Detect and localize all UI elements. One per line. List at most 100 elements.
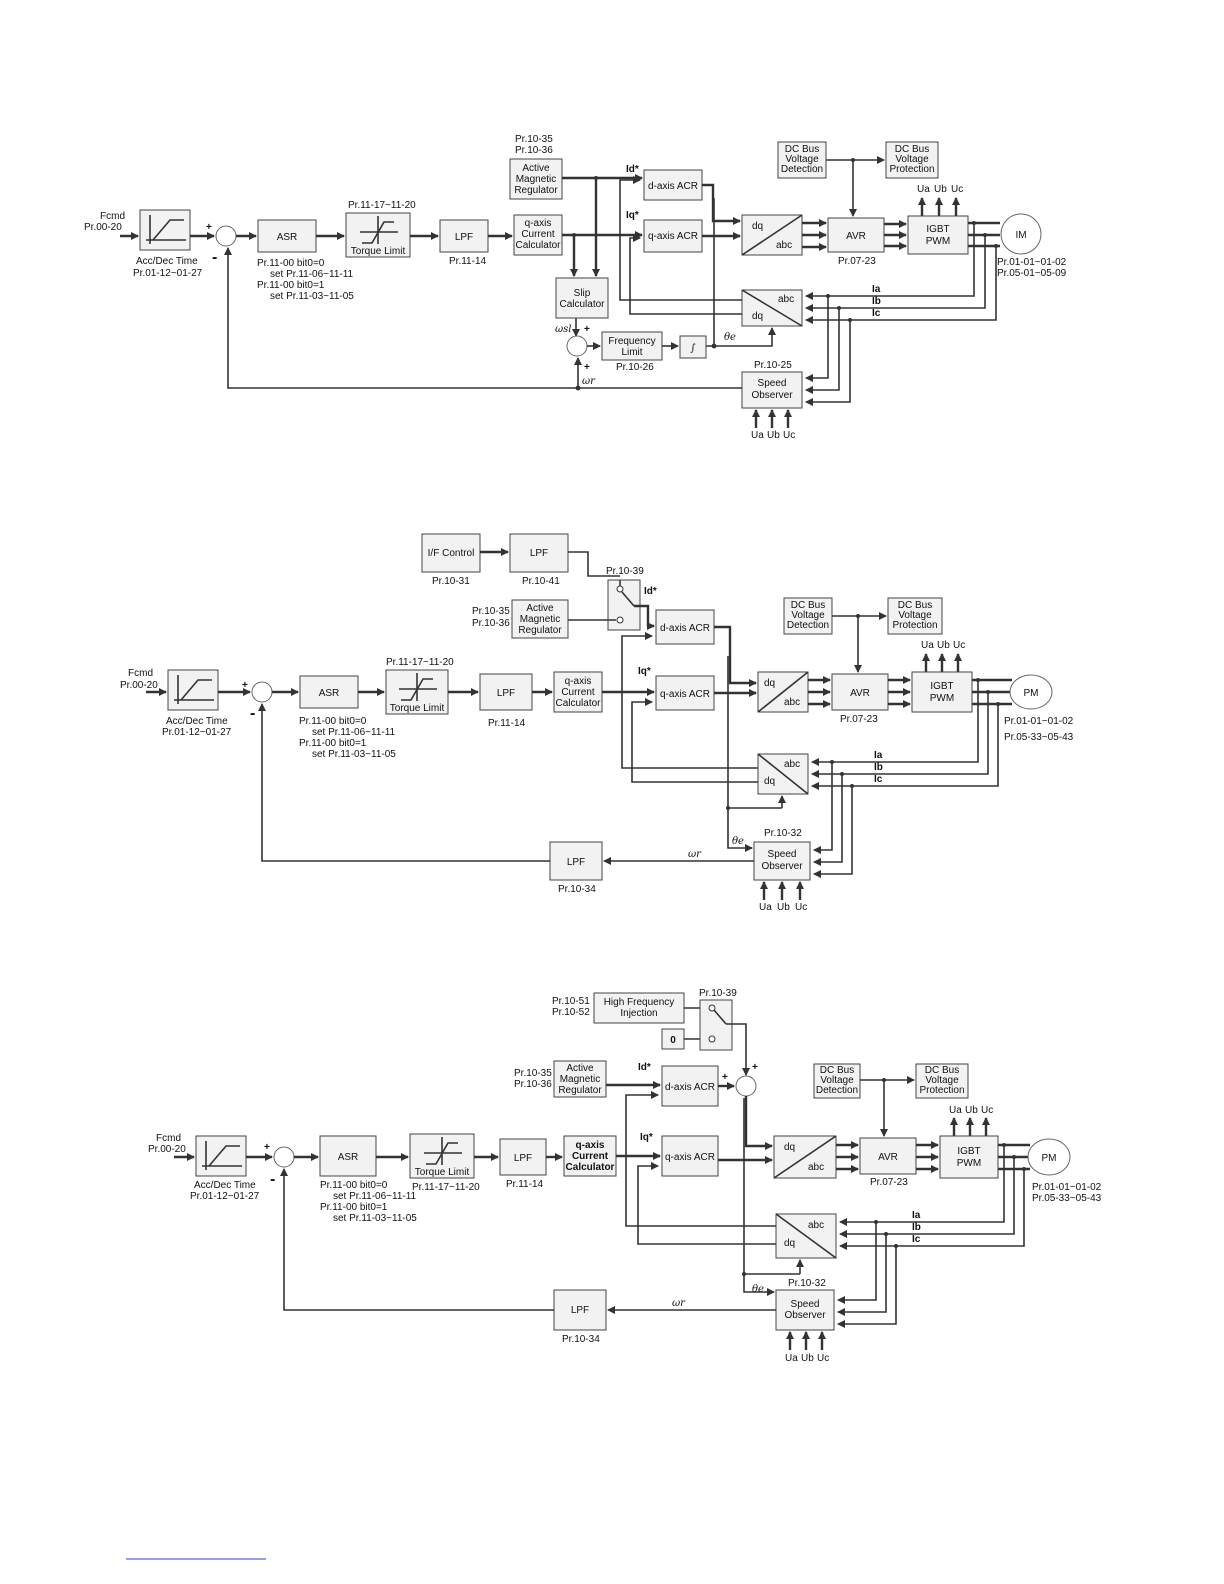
d3-switch-param: Pr.10-39 (699, 988, 737, 999)
d1-ramp-icon (146, 215, 186, 244)
d2-lpf3-block (549, 841, 603, 881)
d2-dcd-1: DC Bus (791, 600, 825, 611)
d1-lpf-label: LPF (455, 232, 473, 243)
d2-dcbus-protect-block (887, 597, 943, 635)
d3-theta-e: θe (752, 1284, 764, 1295)
d1-asr-note4: set Pr.11-03~11-05 (270, 291, 354, 302)
d3-dcd-3: Detection (816, 1085, 858, 1096)
d3-igbt-block (939, 1135, 999, 1179)
d2-theta-e: θe (732, 836, 744, 847)
d3-tl-param: Pr.11-17~11-20 (412, 1182, 480, 1193)
d1-qcc-1: q-axis (525, 218, 552, 229)
d3-igbt-ub: Ub (965, 1105, 978, 1116)
d2-avr-param: Pr.07-23 (840, 714, 878, 725)
d1-dacr-block (643, 169, 703, 201)
d3-asr-note4: set Pr.11-03~11-05 (333, 1213, 417, 1224)
d3-motor-label: PM (1042, 1153, 1057, 1164)
d2-lpf3-param: Pr.10-34 (558, 884, 596, 895)
d3-dcp-2: Voltage (925, 1075, 959, 1086)
d1-accdec-label: Acc/Dec Time (136, 256, 198, 267)
d2-ramp-icon (174, 675, 214, 704)
d3-amr-param2: Pr.10-36 (514, 1079, 552, 1090)
d2-id-ref: Id* (644, 586, 657, 597)
d3-dacr-block (661, 1065, 719, 1107)
d1-qcc-3: Calculator (515, 240, 561, 251)
diagram-3: Fcmd Pr.00-20 Acc/Dec Time Pr.01-12~01-2… (148, 988, 1102, 1364)
d2-igbt-1: IGBT (930, 681, 953, 692)
d2-asr-label: ASR (319, 688, 340, 699)
d3-dcd-2: Voltage (820, 1075, 854, 1086)
d2-qcc-block (553, 671, 603, 713)
d3-so-2: Observer (784, 1310, 826, 1321)
d3-asr-note1: Pr.11-00 bit0=0 (320, 1180, 388, 1191)
d3-qacr-label: q-axis ACR (665, 1152, 715, 1163)
d1-qacr-block (643, 219, 703, 253)
d2-dqabc-dq: dq (764, 678, 775, 689)
d2-amr-param2: Pr.10-36 (472, 618, 510, 629)
d2-limiter-icon (399, 673, 437, 701)
d2-ic: Ic (874, 774, 883, 785)
d3-so-ub: Ub (801, 1353, 814, 1364)
d2-dcp-2: Voltage (898, 610, 932, 621)
d3-switch-block (699, 999, 733, 1051)
d3-sum1-plus: + (264, 1142, 270, 1153)
d3-asr-label: ASR (338, 1152, 359, 1163)
d1-integrator-block (679, 335, 707, 359)
d2-ib: Ib (874, 762, 883, 773)
d2-if-label: I/F Control (428, 548, 475, 559)
d1-theta-e: θe (724, 332, 736, 343)
d1-omega-sl: ωsl (555, 324, 571, 335)
d1-accdec-block (139, 209, 191, 251)
d3-sum-2 (735, 1075, 757, 1097)
d2-motor-param2: Pr.05-33~05-43 (1004, 732, 1074, 743)
d1-limiter-icon (360, 216, 398, 244)
d1-omega-r: ωr (582, 376, 596, 387)
d3-so-1: Speed (791, 1299, 820, 1310)
d3-so-ua: Ua (785, 1353, 798, 1364)
d2-accdec-label: Acc/Dec Time (166, 716, 228, 727)
d2-lpf2-block (509, 533, 569, 573)
d2-qcc-3: Calculator (555, 698, 601, 709)
d3-zero: 0 (670, 1035, 676, 1046)
d2-ia: Ia (874, 750, 883, 761)
d2-igbt-ub: Ub (937, 640, 950, 651)
d3-avr-block (859, 1137, 917, 1175)
d3-dqabc-dq: dq (784, 1142, 795, 1153)
d3-lpf-label: LPF (514, 1153, 532, 1164)
d1-qcc-block (513, 214, 563, 256)
d3-lpf3-param: Pr.10-34 (562, 1334, 600, 1345)
d2-if-param: Pr.10-31 (432, 576, 470, 587)
d2-so-ua: Ua (759, 902, 772, 913)
d3-sum1-minus: - (270, 1171, 275, 1188)
d2-lpf2-label: LPF (530, 548, 548, 559)
d3-sum2-plus-top: + (752, 1062, 758, 1073)
d2-asr-block (299, 675, 359, 709)
d2-dcp-3: Protection (892, 620, 937, 631)
d2-amr-1: Active (526, 603, 554, 614)
d1-asr-label: ASR (277, 232, 298, 243)
d3-lpf-param: Pr.11-14 (506, 1179, 543, 1190)
d3-sum-1 (273, 1146, 295, 1168)
d1-amr-2: Magnetic (516, 174, 557, 185)
d2-so-1: Speed (768, 849, 797, 860)
d2-sum-1 (251, 681, 273, 703)
d2-amr-3: Regulator (518, 625, 562, 636)
d3-ic: Ic (912, 1234, 921, 1245)
d1-speed-observer-block (741, 371, 803, 409)
d1-asr-note3: Pr.11-00 bit0=1 (257, 280, 325, 291)
d3-accdec-label: Acc/Dec Time (194, 1180, 256, 1191)
d2-lpf-block (479, 673, 533, 711)
d3-sum2-plus-left: + (722, 1072, 728, 1083)
d1-tl-param: Pr.11-17~11-20 (348, 200, 416, 211)
d1-motor-param1: Pr.01-01~01-02 (997, 257, 1067, 268)
d3-qcc-1: q-axis (576, 1140, 605, 1151)
d3-accdec-param: Pr.01-12~01-27 (190, 1191, 260, 1202)
d3-lpf3-block (553, 1289, 607, 1331)
d1-abcdq-dq: dq (752, 311, 763, 322)
d1-motor-param2: Pr.05-01~05-09 (997, 268, 1067, 279)
d2-dcp-1: DC Bus (898, 600, 932, 611)
d2-dcd-3: Detection (787, 620, 829, 631)
d3-qcc-block (563, 1135, 617, 1177)
